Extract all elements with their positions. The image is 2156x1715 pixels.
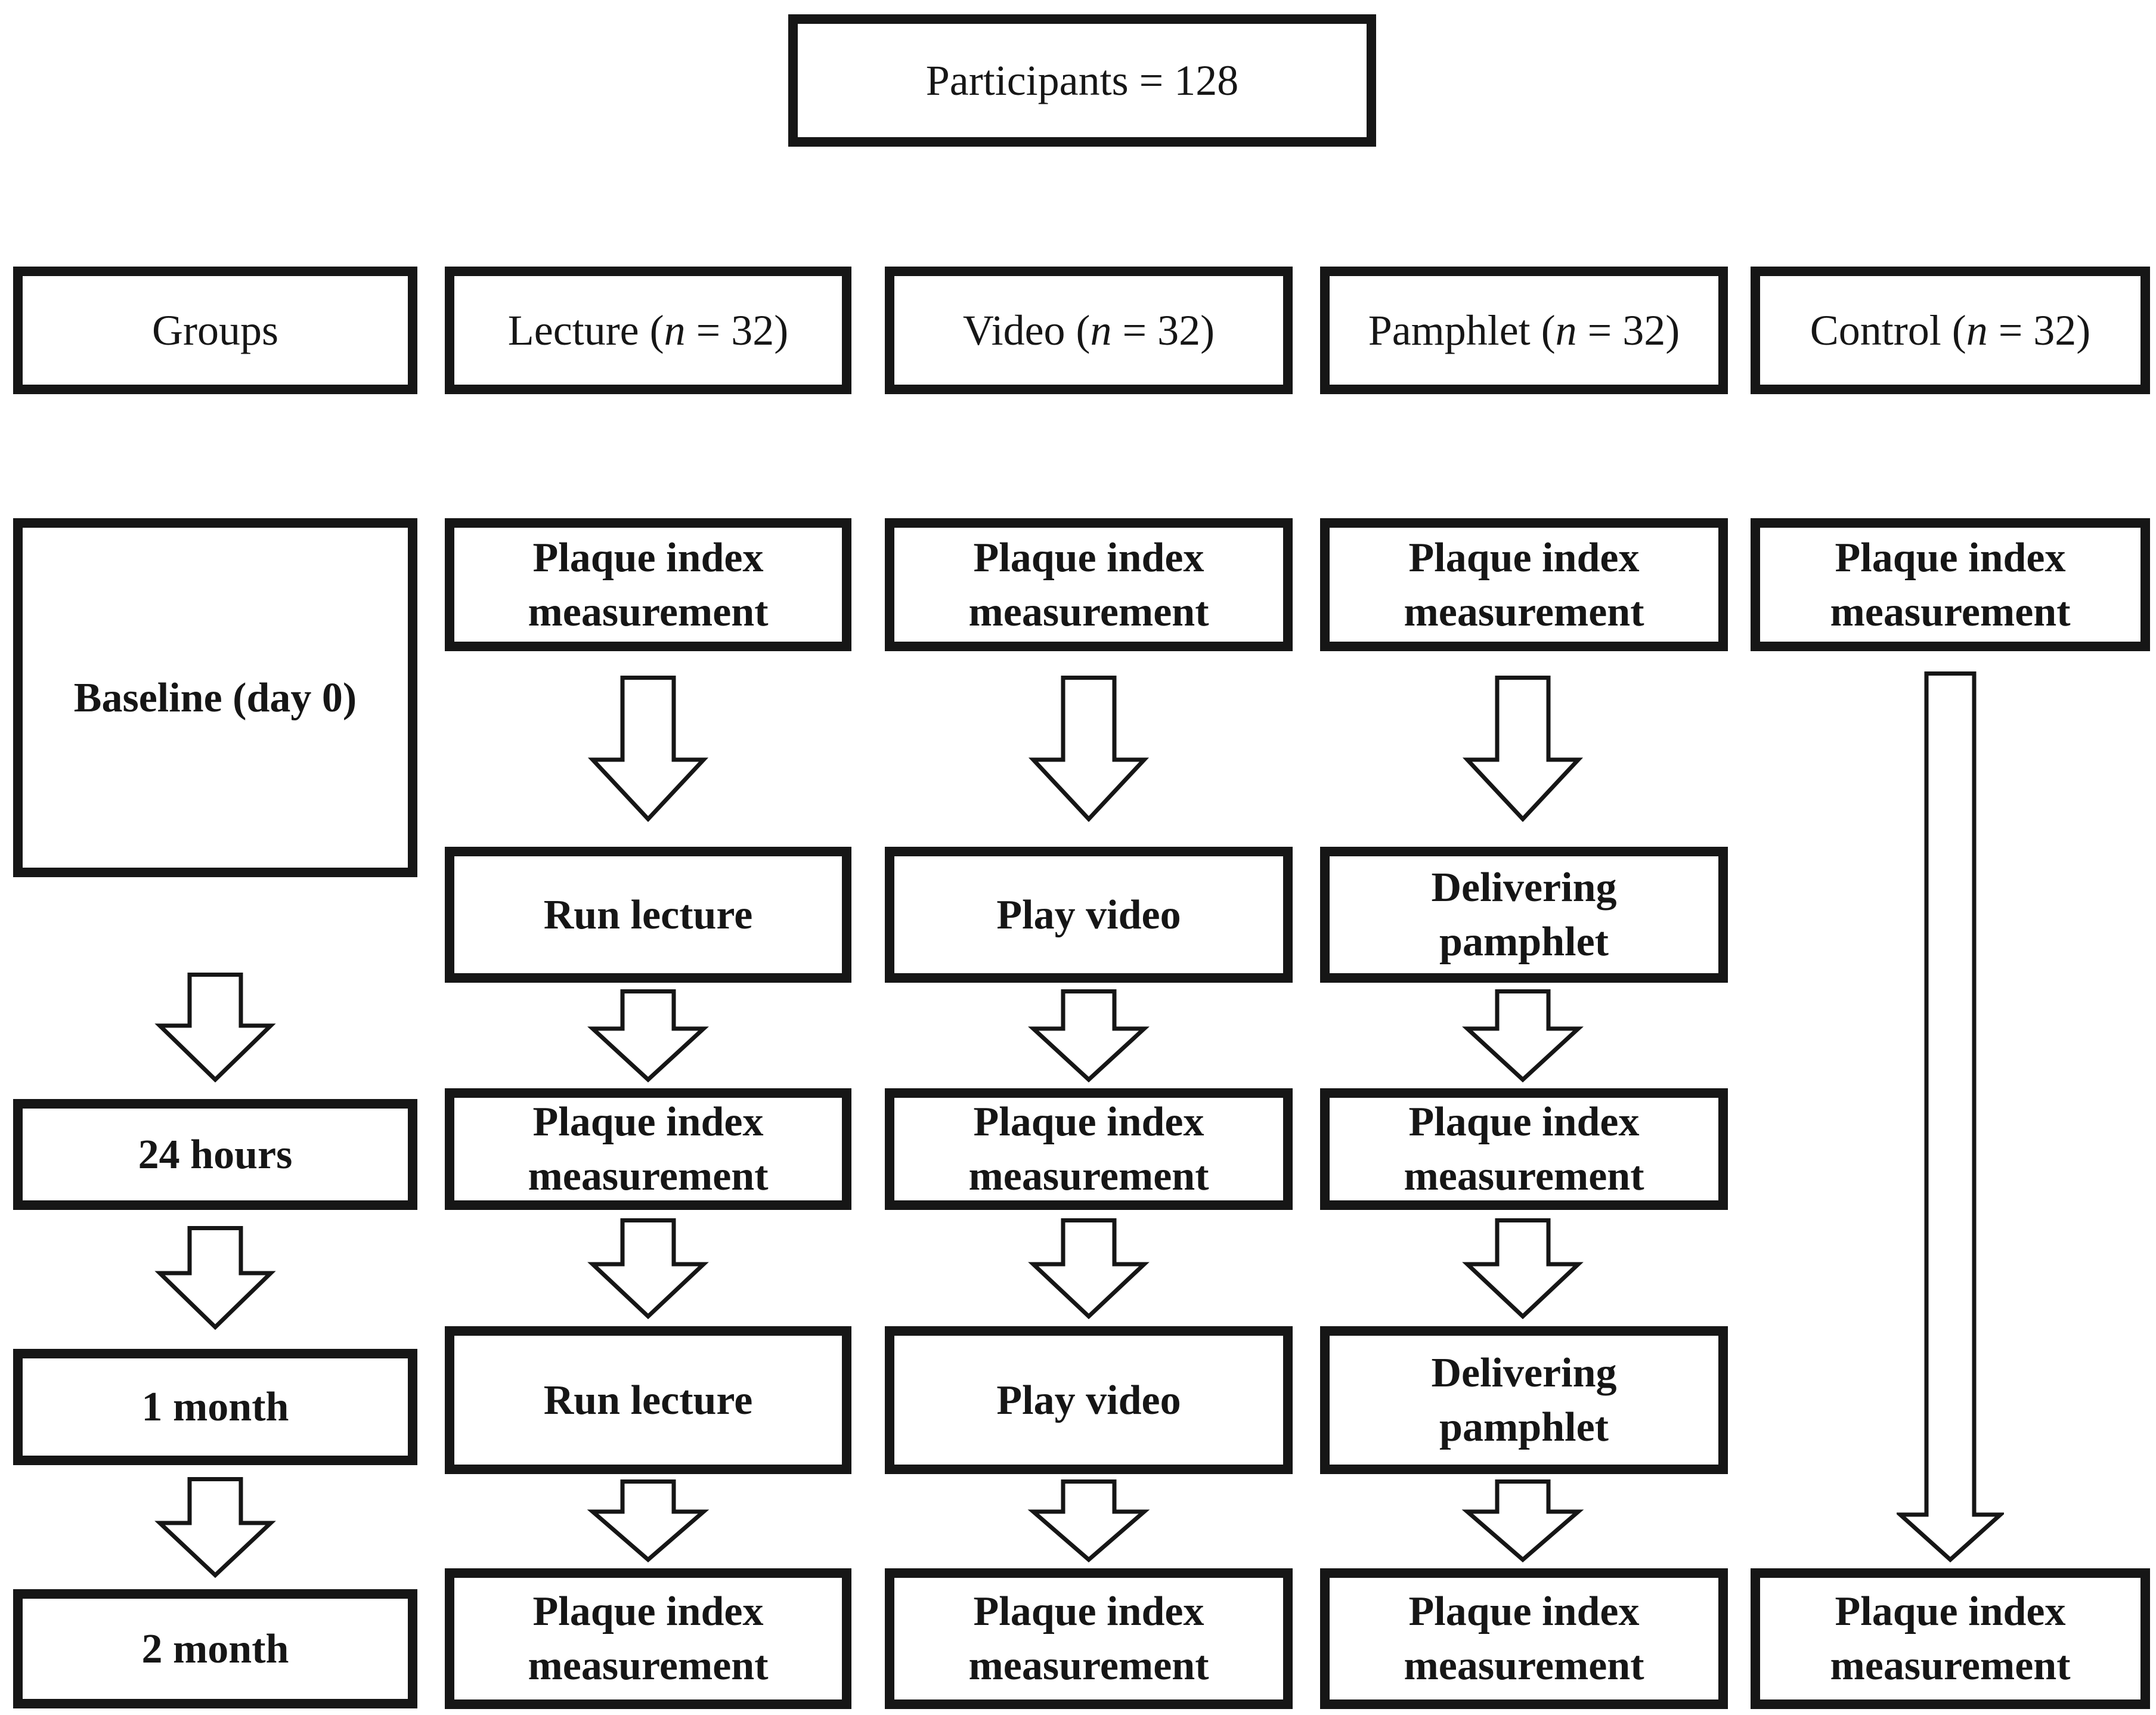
down-arrow-groups-2 xyxy=(150,1225,281,1330)
video-action-1: Play video xyxy=(885,847,1293,983)
header-label-pamphlet: Pamphlet (n = 32) xyxy=(1368,307,1680,354)
down-arrow-lecture-1 xyxy=(583,675,714,822)
box-2-month: 2 month xyxy=(13,1589,417,1708)
down-arrow-lecture-2 xyxy=(583,989,714,1082)
down-arrow-pamphlet-2 xyxy=(1457,989,1588,1082)
down-arrow-pamphlet-3 xyxy=(1457,1218,1588,1319)
header-box-lecture: Lecture (n = 32) xyxy=(445,267,851,394)
down-arrow-lecture-4 xyxy=(583,1479,714,1562)
video-pim-1: Plaque index measurement xyxy=(885,518,1293,651)
pamphlet-pim-2: Plaque index measurement xyxy=(1320,1088,1728,1210)
control-long-down-arrow xyxy=(1897,671,2004,1562)
header-box-video: Video (n = 32) xyxy=(885,267,1293,394)
down-arrow-pamphlet-4 xyxy=(1457,1479,1588,1562)
down-arrow-video-4 xyxy=(1023,1479,1154,1562)
down-arrow-groups-3 xyxy=(150,1476,281,1578)
pamphlet-pim-1: Plaque index measurement xyxy=(1320,518,1728,651)
box-24-hours: 24 hours xyxy=(13,1099,417,1210)
control-pim-1: Plaque index measurement xyxy=(1751,518,2150,651)
down-arrow-video-1 xyxy=(1023,675,1154,822)
header-label-video: Video (n = 32) xyxy=(962,307,1215,354)
lecture-action-1: Run lecture xyxy=(445,847,851,983)
down-arrow-lecture-3 xyxy=(583,1218,714,1319)
video-pim-2: Plaque index measurement xyxy=(885,1088,1293,1210)
down-arrow-video-2 xyxy=(1023,989,1154,1082)
down-arrow-groups-1 xyxy=(150,972,281,1082)
control-pim-2: Plaque index measurement xyxy=(1751,1568,2150,1709)
pamphlet-action-1: Delivering pamphlet xyxy=(1320,847,1728,983)
baseline-box: Baseline (day 0) xyxy=(13,518,417,877)
box-1-month: 1 month xyxy=(13,1349,417,1465)
participants-label: Participants = 128 xyxy=(925,57,1239,104)
header-box-groups: Groups xyxy=(13,267,417,394)
lecture-action-2: Run lecture xyxy=(445,1326,851,1474)
lecture-pim-1: Plaque index measurement xyxy=(445,518,851,651)
header-box-control: Control (n = 32) xyxy=(1751,267,2150,394)
header-label-groups: Groups xyxy=(152,307,278,354)
header-label-lecture: Lecture (n = 32) xyxy=(507,307,789,354)
down-arrow-pamphlet-1 xyxy=(1457,675,1588,822)
pamphlet-pim-3: Plaque index measurement xyxy=(1320,1568,1728,1709)
lecture-pim-2: Plaque index measurement xyxy=(445,1088,851,1210)
participants-box: Participants = 128 xyxy=(788,14,1376,147)
down-arrow-video-3 xyxy=(1023,1218,1154,1319)
pamphlet-action-2: Delivering pamphlet xyxy=(1320,1326,1728,1474)
lecture-pim-3: Plaque index measurement xyxy=(445,1568,851,1709)
header-box-pamphlet: Pamphlet (n = 32) xyxy=(1320,267,1728,394)
header-label-control: Control (n = 32) xyxy=(1810,307,2091,354)
video-pim-3: Plaque index measurement xyxy=(885,1568,1293,1709)
video-action-2: Play video xyxy=(885,1326,1293,1474)
